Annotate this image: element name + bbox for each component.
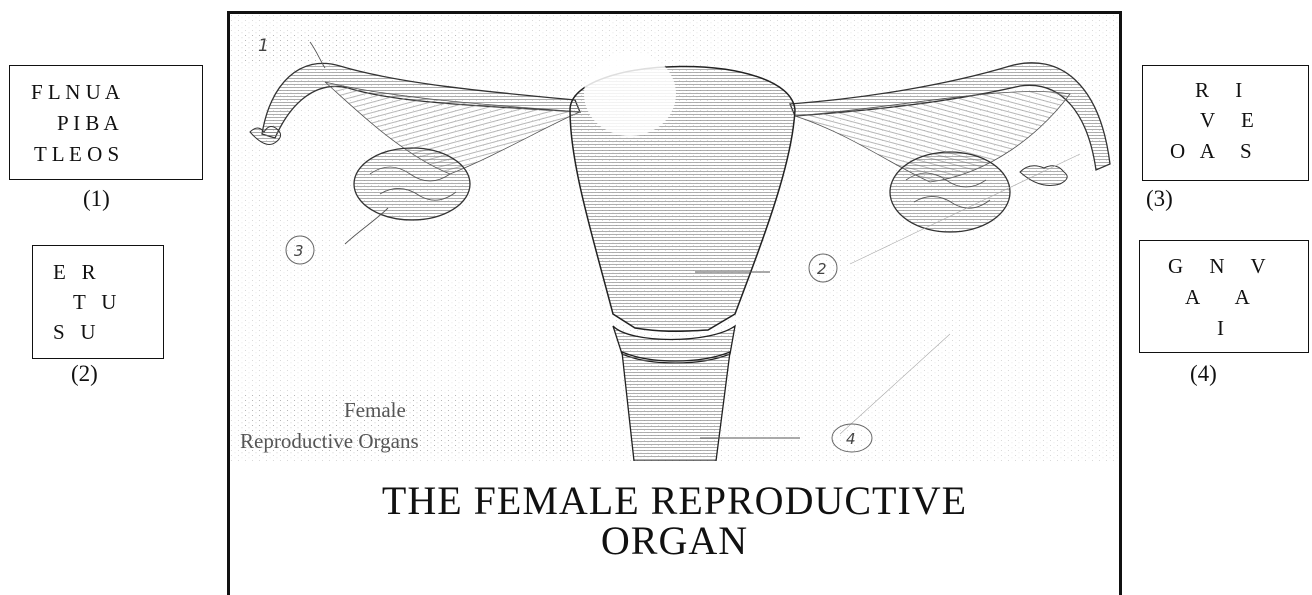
scrambled-word-box-2: E R T U S U <box>32 245 164 359</box>
marker-2: 2 <box>817 260 827 278</box>
scrambled-letters-row: F L N U A <box>31 82 120 103</box>
page-title-line-1: THE FEMALE REPRODUCTIVE <box>230 481 1119 521</box>
scrambled-letters-row: I <box>1217 318 1224 339</box>
scrambled-word-box-3: R I V E O A S <box>1142 65 1309 181</box>
scrambled-letters-row: O A S <box>1170 141 1252 162</box>
sketch-caption-line-2: Reproductive Organs <box>240 429 419 453</box>
box-number-2: (2) <box>71 362 98 386</box>
scrambled-word-box-4: G N V A A I <box>1139 240 1309 353</box>
left-ovary <box>354 148 470 220</box>
scrambled-letters-row: R I <box>1195 80 1242 101</box>
box-number-3: (3) <box>1146 187 1173 211</box>
scrambled-letters-row: E R <box>53 262 96 283</box>
scrambled-letters-row: P I B A <box>57 113 119 134</box>
marker-3: 3 <box>294 242 304 260</box>
scrambled-letters-row: A A <box>1185 287 1250 308</box>
page-title: THE FEMALE REPRODUCTIVE ORGAN <box>230 481 1119 561</box>
sketch-caption-line-1: Female <box>344 398 406 422</box>
scrambled-letters-row: T L E O S <box>34 144 119 165</box>
diagram-frame: 1 3 2 4 Female Reproductive Organs THE F… <box>227 11 1122 595</box>
scrambled-word-box-1: F L N U A P I B A T L E O S <box>9 65 203 180</box>
box-number-1: (1) <box>83 187 110 211</box>
page-title-line-2: ORGAN <box>230 521 1119 561</box>
scrambled-letters-row: T U <box>73 292 116 313</box>
box-number-4: (4) <box>1190 362 1217 386</box>
marker-1: 1 <box>258 36 269 56</box>
scrambled-letters-row: G N V <box>1168 256 1266 277</box>
vagina <box>622 352 730 461</box>
uterus-illustration: 1 3 2 4 Female Reproductive Organs <box>230 14 1119 461</box>
scrambled-letters-row: V E <box>1200 110 1254 131</box>
marker-4: 4 <box>846 430 856 448</box>
scrambled-letters-row: S U <box>53 322 96 343</box>
right-ovary <box>890 152 1010 232</box>
